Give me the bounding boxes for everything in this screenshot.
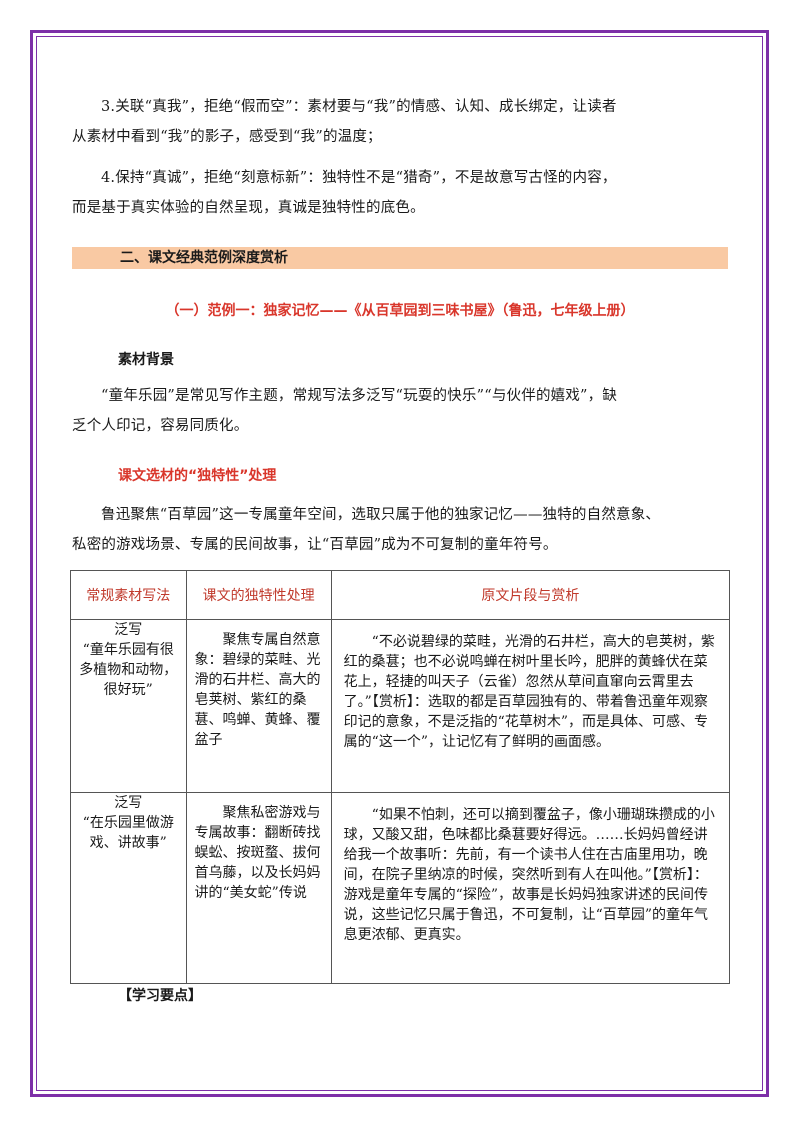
- cell-conventional: 泛写 “在乐园里做游戏、讲故事”: [70, 792, 187, 984]
- point-3-line-1: 3.关联“真我”，拒绝“假而空”：素材要与“我”的情感、认知、成长绑定，让读者: [101, 99, 617, 115]
- background-text-line-1: “童年乐园”是常见写作主题，常规写法多泛写“玩耍的快乐”“与伙伴的嬉戏”，缺: [101, 388, 618, 404]
- cell-excerpt-text: “不必说碧绿的菜畦，光滑的石井栏，高大的皂荚树，紫红的桑葚；也不必说鸣蝉在树叶里…: [343, 634, 715, 750]
- cell-excerpt-text: “如果不怕刺，还可以摘到覆盆子，像小珊瑚珠攒成的小球，又酸又甜，色味都比桑葚要好…: [343, 807, 715, 943]
- section-highlight-bar: [72, 247, 728, 269]
- analysis-table: 常规素材写法 课文的独特性处理 原文片段与赏析 泛写 “童年乐园有很多植物和动物…: [70, 570, 731, 984]
- point-4-line-1: 4.保持“真诚”，拒绝“刻意标新”：独特性不是“猎奇”，不是故意写古怪的内容，: [101, 170, 617, 186]
- cell-conventional-quote: “童年乐园有很多植物和动物，很好玩”: [79, 642, 178, 698]
- page-border-inner: [36, 36, 763, 1091]
- table-row: 泛写 “童年乐园有很多植物和动物，很好玩” 聚焦专属自然意象：碧绿的菜畦、光滑的…: [70, 619, 731, 793]
- treatment-heading: 课文选材的“独特性”处理: [118, 468, 277, 484]
- header-unique: 课文的独特性处理: [185, 570, 332, 620]
- cell-excerpt: “不必说碧绿的菜畦，光滑的石井栏，高大的皂荚树，紫红的桑葚；也不必说鸣蝉在树叶里…: [330, 619, 731, 793]
- cell-excerpt: “如果不怕刺，还可以摘到覆盆子，像小珊瑚珠攒成的小球，又酸又甜，色味都比桑葚要好…: [330, 792, 731, 984]
- cell-conventional-label: 泛写: [114, 622, 143, 638]
- header-excerpt: 原文片段与赏析: [330, 570, 731, 620]
- cell-conventional-label: 泛写: [114, 795, 143, 811]
- study-points-heading: 【学习要点】: [118, 988, 202, 1004]
- treatment-text-line-2: 私密的游戏场景、专属的民间故事，让“百草园”成为不可复制的童年符号。: [72, 537, 558, 553]
- cell-unique-text: 聚焦私密游戏与专属故事：翻断砖找蜈蚣、按斑蝥、拔何首乌藤，以及长妈妈讲的“美女蛇…: [194, 805, 321, 901]
- table-header-row: 常规素材写法 课文的独特性处理 原文片段与赏析: [70, 570, 731, 620]
- page-border-outer: [30, 30, 769, 1097]
- point-3-line-2: 从素材中看到“我”的影子，感受到“我”的温度；: [72, 129, 382, 145]
- point-3: 3.关联“真我”，拒绝“假而空”：素材要与“我”的情感、认知、成长绑定，让读者 …: [72, 92, 728, 152]
- point-4-line-2: 而是基于真实体验的自然呈现，真诚是独特性的底色。: [72, 200, 425, 216]
- cell-unique: 聚焦私密游戏与专属故事：翻断砖找蜈蚣、按斑蝥、拔何首乌藤，以及长妈妈讲的“美女蛇…: [185, 792, 332, 984]
- background-text: “童年乐园”是常见写作主题，常规写法多泛写“玩耍的快乐”“与伙伴的嬉戏”，缺 乏…: [72, 381, 728, 441]
- treatment-text: 鲁迅聚焦“百草园”这一专属童年空间，选取只属于他的独家记忆——独特的自然意象、 …: [72, 500, 728, 560]
- example-title: （一）范例一：独家记忆——《从百草园到三味书屋》（鲁迅，七年级上册）: [165, 303, 635, 319]
- background-text-line-2: 乏个人印记，容易同质化。: [72, 418, 249, 434]
- cell-conventional-quote: “在乐园里做游戏、讲故事”: [82, 815, 174, 851]
- treatment-text-line-1: 鲁迅聚焦“百草园”这一专属童年空间，选取只属于他的独家记忆——独特的自然意象、: [101, 507, 661, 523]
- background-heading: 素材背景: [118, 352, 174, 368]
- cell-conventional: 泛写 “童年乐园有很多植物和动物，很好玩”: [70, 619, 187, 793]
- cell-unique: 聚焦专属自然意象：碧绿的菜畦、光滑的石井栏、高大的皂荚树、紫红的桑葚、鸣蝉、黄蜂…: [185, 619, 332, 793]
- section-title: 二、课文经典范例深度赏析: [120, 250, 288, 266]
- point-4: 4.保持“真诚”，拒绝“刻意标新”：独特性不是“猎奇”，不是故意写古怪的内容， …: [72, 163, 728, 223]
- header-conventional: 常规素材写法: [70, 570, 187, 620]
- table-row: 泛写 “在乐园里做游戏、讲故事” 聚焦私密游戏与专属故事：翻断砖找蜈蚣、按斑蝥、…: [70, 792, 731, 984]
- cell-unique-text: 聚焦专属自然意象：碧绿的菜畦、光滑的石井栏、高大的皂荚树、紫红的桑葚、鸣蝉、黄蜂…: [194, 632, 321, 748]
